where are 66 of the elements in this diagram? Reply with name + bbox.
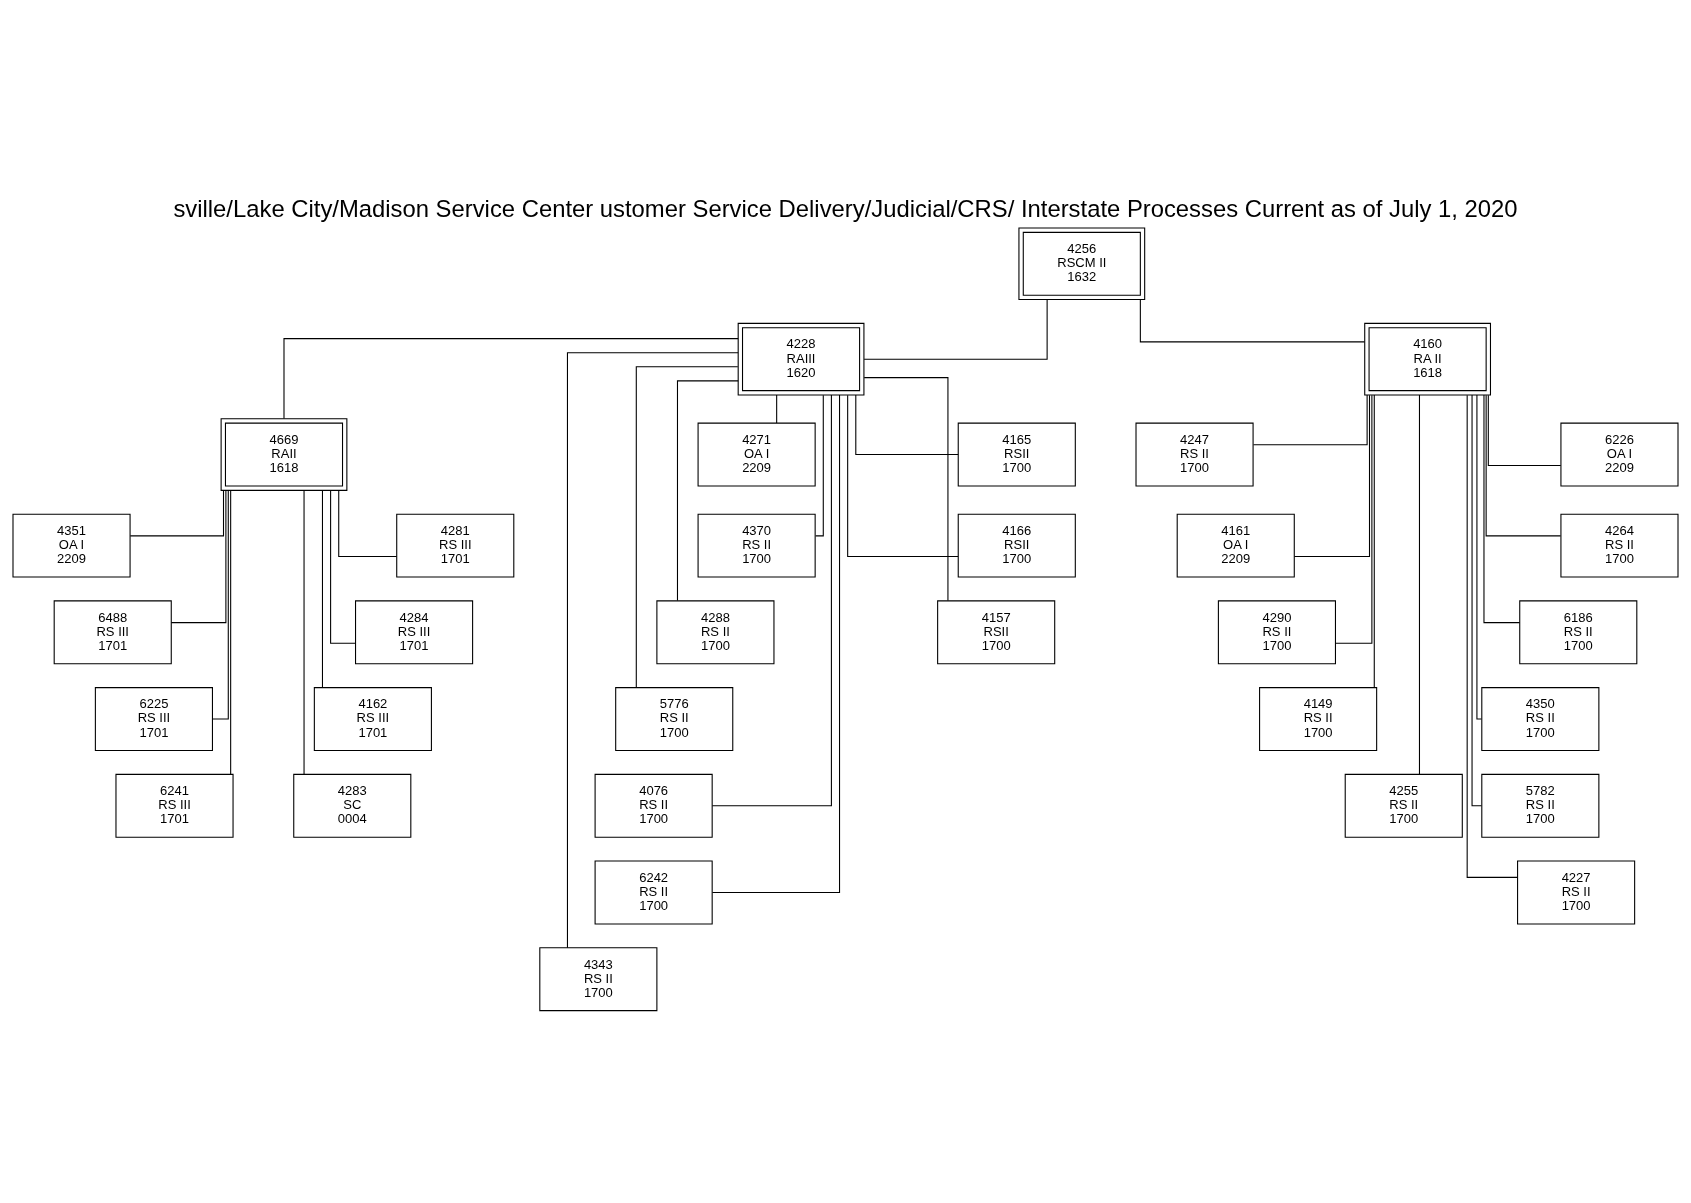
connector [338, 489, 398, 557]
node-box: 4264 RS II 1700 [1560, 513, 1679, 578]
connector [815, 394, 824, 536]
node-box: 5782 RS II 1700 [1481, 773, 1600, 838]
node-box: 4283 SC 0004 [293, 773, 412, 838]
node-box: 4247 RS II 1700 [1135, 422, 1254, 487]
node-box: 4351 OA I 2209 [12, 513, 131, 578]
node-box: 4271 OA I 2209 [697, 422, 816, 487]
node-box: 6241 RS III 1701 [115, 773, 234, 838]
connector [330, 489, 356, 644]
connector [1293, 394, 1371, 557]
connector [847, 394, 959, 557]
node-box: 4669 RAII 1618 [220, 417, 348, 491]
node-box: 4228 RAIII 1620 [737, 322, 865, 395]
node-box: 4350 RS II 1700 [1481, 686, 1600, 751]
node-box: 4343 RS II 1700 [539, 946, 658, 1011]
connector [1487, 394, 1562, 466]
connector [635, 365, 739, 688]
connector [1335, 394, 1373, 644]
connector [776, 393, 778, 424]
node-box: 4256 RSCM II 1632 [1018, 227, 1146, 300]
node-box: 4076 RS II 1700 [594, 773, 713, 838]
node-box: 4166 RSII 1700 [957, 513, 1076, 578]
connector [1139, 298, 1366, 342]
connector [211, 489, 229, 720]
connector [566, 351, 739, 948]
connector [863, 376, 949, 601]
node-box: 4290 RS II 1700 [1217, 599, 1336, 664]
node-box: 4157 RSII 1700 [937, 599, 1056, 664]
connector [170, 489, 227, 623]
node-box: 4161 OA I 2209 [1176, 513, 1295, 578]
connector [711, 393, 832, 806]
connector [711, 393, 841, 893]
node-box: 4165 RSII 1700 [957, 422, 1076, 487]
node-box: 4284 RS III 1701 [355, 599, 474, 664]
connector [1476, 393, 1483, 720]
connector [1471, 393, 1483, 806]
node-box: 4370 RS II 1700 [697, 513, 816, 578]
node-box: 4227 RS II 1700 [1517, 860, 1636, 924]
node-box: 6488 RS III 1701 [53, 599, 172, 664]
connector [1483, 393, 1521, 623]
connector [1252, 393, 1368, 445]
node-box: 4255 RS II 1700 [1344, 773, 1463, 838]
node-box: 5776 RS II 1700 [615, 686, 734, 751]
node-box: 4160 RA II 1618 [1364, 322, 1491, 395]
connector [676, 379, 739, 601]
connector [303, 489, 305, 775]
connector [855, 393, 959, 455]
connector [321, 489, 324, 688]
connector [1466, 394, 1519, 878]
node-box: 6242 RS II 1700 [594, 860, 713, 924]
connector [863, 298, 1048, 360]
node-box: 6225 RS III 1701 [94, 686, 213, 751]
diagram-title: sville/Lake City/Madison Service Center ustomer Service Delivery/Judicial/CRS/ Interstate Processes Current as of July 1, 2020 [173, 194, 1518, 222]
connector [1373, 393, 1375, 688]
connector [1418, 393, 1420, 775]
node-box: 4281 RS III 1701 [396, 513, 515, 578]
connector [129, 489, 225, 536]
node-box: 6186 RS II 1700 [1519, 599, 1638, 664]
connector [1485, 394, 1562, 536]
node-box: 4162 RS III 1701 [313, 686, 432, 751]
node-box: 6226 OA I 2209 [1560, 422, 1679, 487]
connector [283, 337, 739, 419]
node-box: 4288 RS II 1700 [656, 599, 775, 664]
node-box: 4149 RS II 1700 [1259, 686, 1378, 751]
connector [230, 489, 232, 775]
